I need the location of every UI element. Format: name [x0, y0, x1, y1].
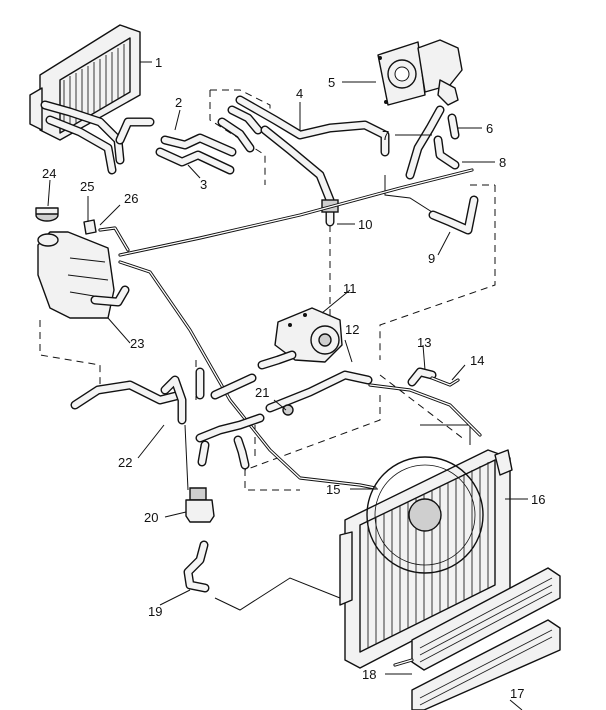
callout-3: 3 — [200, 177, 207, 192]
heater-pipes — [155, 105, 263, 175]
callout-6: 6 — [486, 121, 493, 136]
callout-22: 22 — [118, 455, 132, 470]
callout-15: 15 — [326, 482, 340, 497]
callout-26: 26 — [124, 191, 138, 206]
callout-23: 23 — [130, 336, 144, 351]
callout-10: 10 — [358, 217, 372, 232]
radiator-lower-hose — [183, 540, 210, 593]
callout-18: 18 — [362, 667, 376, 682]
callout-24: 24 — [42, 166, 56, 181]
callout-11: 11 — [343, 281, 357, 296]
small-hoses — [405, 105, 460, 180]
callout-17: 17 — [510, 686, 524, 701]
callout-13: 13 — [417, 335, 431, 350]
callout-1: 1 — [155, 55, 162, 70]
heater-return-hose — [235, 95, 390, 227]
callout-9: 9 — [428, 251, 435, 266]
assembly-guide-lines — [39, 89, 496, 611]
bottom-hose — [195, 370, 373, 470]
callout-5: 5 — [328, 75, 335, 90]
callout-25: 25 — [80, 179, 94, 194]
water-pump — [257, 307, 343, 370]
callout-7: 7 — [382, 128, 389, 143]
radiator-vent-hoses — [407, 367, 460, 387]
callout-19: 19 — [148, 604, 162, 619]
expansion-tank — [35, 207, 130, 319]
oil-coolers — [393, 567, 561, 710]
callout-numbers: 1 2 3 4 5 6 7 8 9 10 11 12 13 14 15 16 1… — [42, 55, 545, 701]
callout-8: 8 — [499, 155, 506, 170]
elbow-pipe — [384, 175, 479, 235]
callout-4: 4 — [296, 86, 303, 101]
callout-14: 14 — [470, 353, 484, 368]
throttle-housing — [377, 39, 463, 106]
callout-21: 21 — [255, 385, 269, 400]
coolant-valve — [184, 424, 215, 523]
callout-leaders — [47, 61, 528, 710]
callout-20: 20 — [144, 510, 158, 525]
heater-matrix — [29, 24, 155, 175]
bypass-hose — [70, 367, 257, 425]
callout-12: 12 — [345, 322, 359, 337]
callout-16: 16 — [531, 492, 545, 507]
callout-2: 2 — [175, 95, 182, 110]
